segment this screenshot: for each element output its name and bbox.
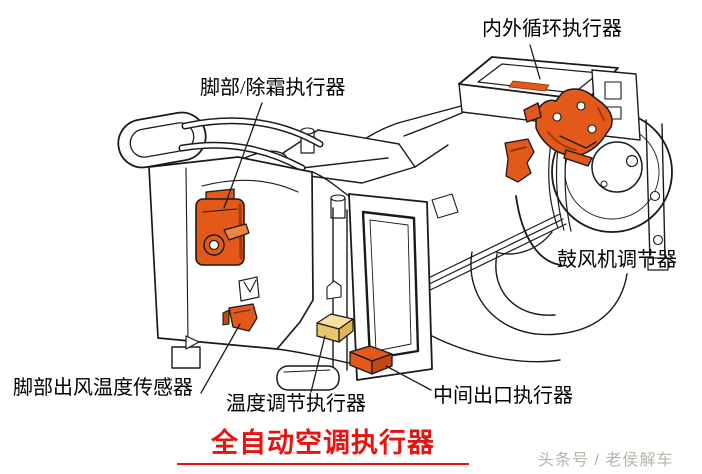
leader-foot-temp-sensor — [200, 323, 241, 394]
label-foot-defrost: 脚部/除霜执行器 — [200, 77, 346, 99]
foot-defrost-actuator — [195, 188, 250, 266]
leader-intake-circulation — [529, 44, 541, 80]
temp-adjust-block — [316, 313, 354, 343]
leader-temp-adjust — [310, 335, 326, 393]
diagram-title: 全自动空调执行器 — [177, 421, 469, 465]
label-foot-outlet-temp-sensor: 脚部出风温度传感器 — [13, 377, 193, 399]
middle-outlet-actuator — [349, 345, 393, 375]
leader-blower-regulator — [515, 195, 562, 266]
label-intake-circulation: 内外循环执行器 — [482, 18, 622, 40]
blower-regulator-connector — [504, 138, 535, 183]
blower-motor-cap — [591, 141, 643, 193]
circulation-actuator — [523, 88, 613, 167]
intake-seal-highlight — [508, 80, 550, 92]
label-temp-adjust: 温度调节执行器 — [226, 393, 366, 415]
watermark: 头条号 / 老侯解车 — [538, 452, 674, 469]
leader-foot-defrost — [223, 102, 263, 209]
label-middle-outlet: 中间出口执行器 — [433, 385, 573, 407]
leader-lines — [200, 44, 562, 394]
foot-temp-sensor — [222, 276, 260, 332]
label-blower-regulator: 鼓风机调节器 — [557, 249, 677, 271]
leader-middle-outlet — [385, 365, 432, 391]
